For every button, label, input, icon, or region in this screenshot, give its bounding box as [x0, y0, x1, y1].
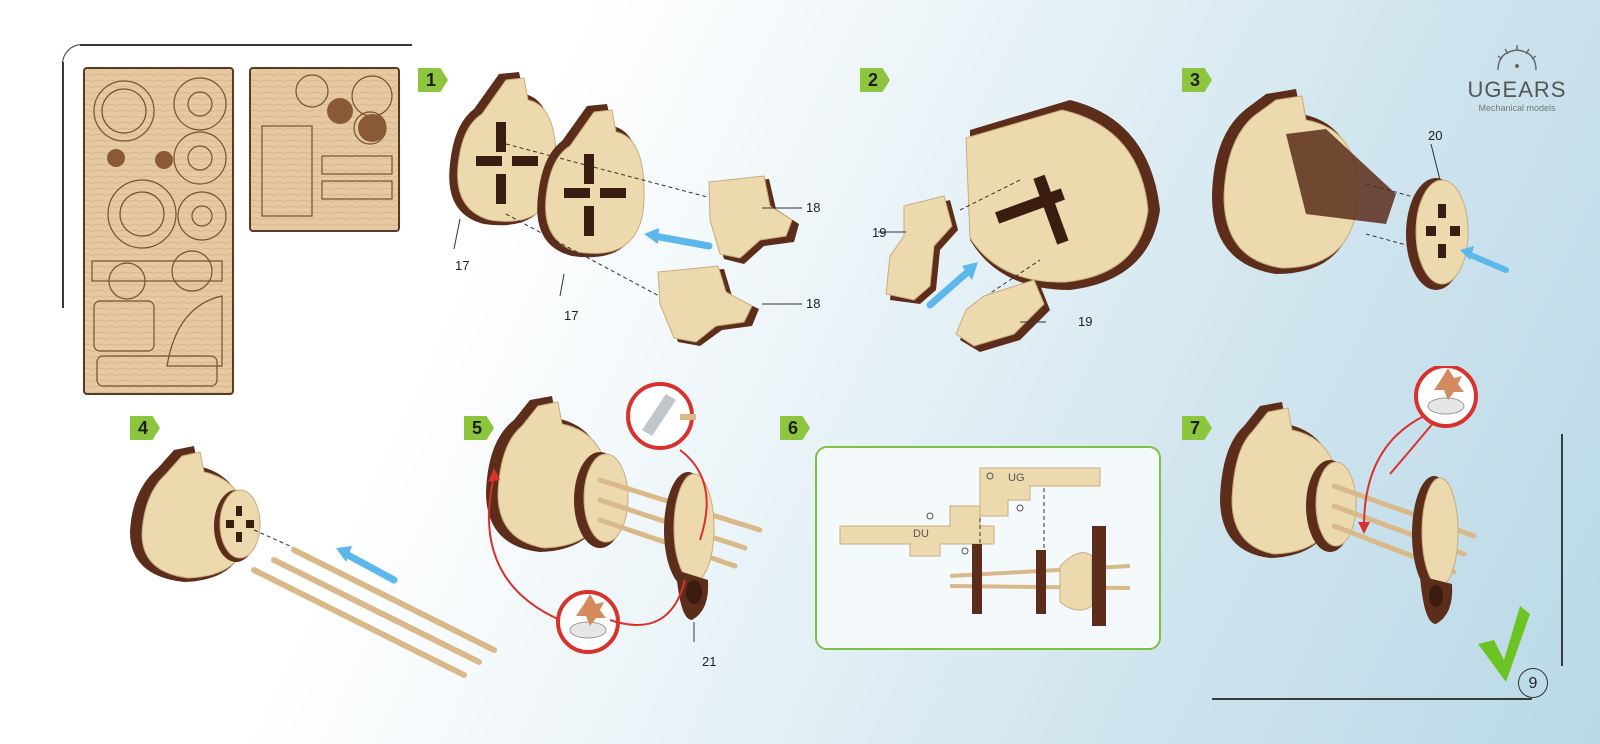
step-3-illustration — [1211, 89, 1509, 290]
plywood-sheets-illustration — [83, 67, 400, 395]
step-5-illustration — [486, 382, 763, 654]
frame-top-line — [80, 44, 412, 46]
checkmark-icon — [1478, 606, 1530, 682]
step-1-illustration — [449, 72, 802, 346]
step-7-illustration — [1220, 366, 1478, 624]
step-badge-5: 5 — [464, 416, 494, 440]
step-badge-3: 3 — [1182, 68, 1212, 92]
part-label-18b: 18 — [806, 296, 821, 311]
logo-subtitle: Mechanical models — [1478, 103, 1556, 113]
step-badge-4: 4 — [130, 416, 160, 440]
part-label-17b: 17 — [564, 308, 579, 323]
step-6-illustration — [839, 467, 1131, 626]
panel-marking-ug: UG — [1008, 472, 1025, 484]
frame-right-line — [1561, 434, 1563, 666]
arrow-icon — [650, 232, 713, 250]
step-badge-7: 7 — [1182, 416, 1212, 440]
gear-logo-icon — [1497, 45, 1537, 71]
step-badge-1: 1 — [418, 68, 448, 92]
part-label-18a: 18 — [806, 200, 821, 215]
part-label-21: 21 — [702, 654, 717, 669]
frame-left-line — [62, 62, 64, 308]
ugears-logo: UGEARS Mechanical models — [1462, 44, 1572, 113]
logo-name: UGEARS — [1467, 77, 1567, 102]
step-badge-6: 6 — [780, 416, 810, 440]
step-4-illustration — [130, 446, 497, 678]
part-label-19b: 19 — [1078, 314, 1093, 329]
part-label-17a: 17 — [455, 258, 470, 273]
step-badge-2: 2 — [860, 68, 890, 92]
frame-corner — [62, 44, 93, 75]
part-label-20: 20 — [1428, 128, 1443, 143]
step-2-illustration — [878, 100, 1160, 352]
part-label-19a: 19 — [872, 225, 887, 240]
frame-bottom-line — [1212, 698, 1532, 700]
panel-marking-du: DU — [913, 528, 929, 540]
page-number: 9 — [1518, 668, 1548, 698]
